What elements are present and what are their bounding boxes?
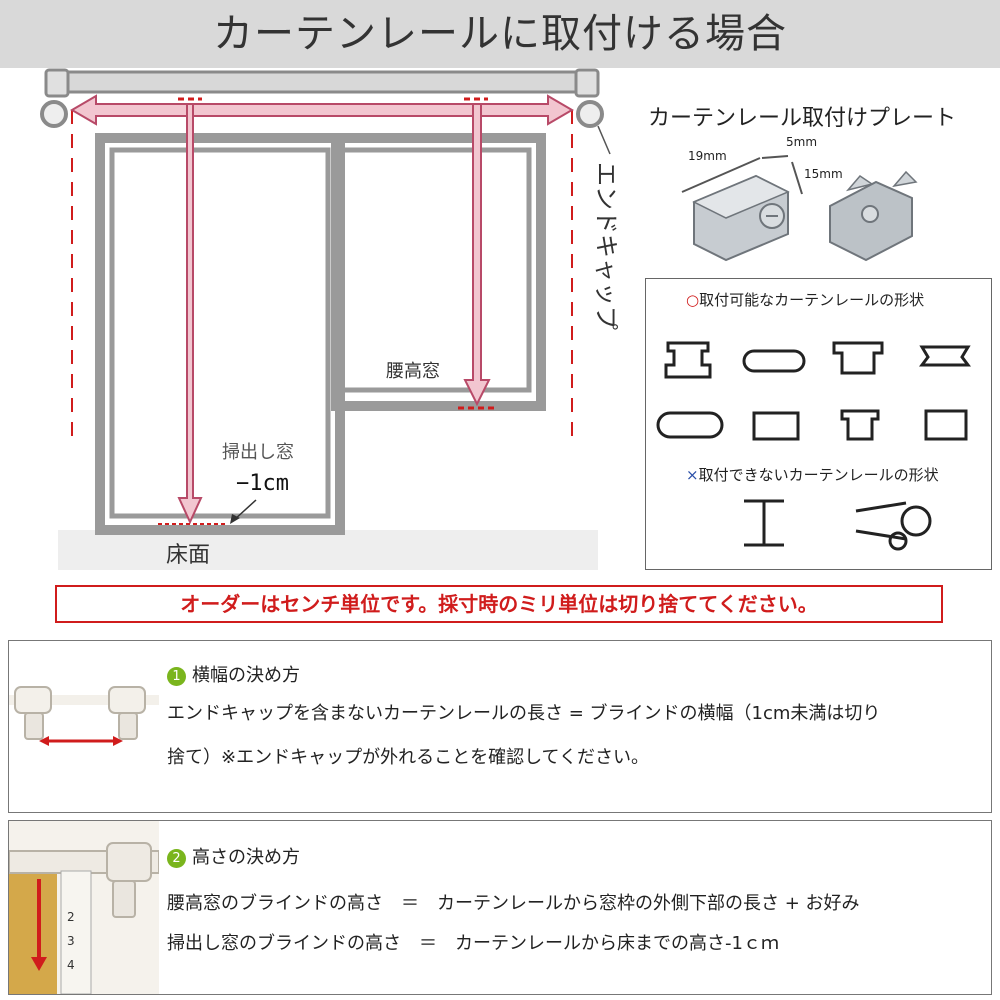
tape-mark-4: 4 (67, 958, 75, 972)
mounting-plate-illustration: 19mm 5mm 15mm (681, 135, 918, 262)
dim-15mm: 15mm (804, 167, 843, 181)
waist-window-inner (338, 147, 532, 393)
incompatible-mark: × (686, 466, 699, 484)
tape-mark-3: 3 (67, 934, 75, 948)
sweep-window-label: 掃出し窓 (222, 442, 294, 463)
height-line-1: 腰高窓のブラインドの高さ ＝ カーテンレールから窓枠の外側下部の長さ + お好み (167, 893, 860, 914)
offset-pointer (233, 499, 257, 521)
rail-shape-icon (742, 349, 806, 373)
rail-shape-icon (919, 345, 971, 367)
round-rod-rail-icon (900, 505, 932, 537)
sweep-window-frame (95, 133, 345, 535)
rail-bracket-right (574, 68, 600, 98)
plate-title: カーテンレール取付けプレート (648, 106, 957, 131)
compatible-title: ○取付可能なカーテンレールの形状 (686, 291, 925, 309)
dim-19mm: 19mm (688, 149, 727, 163)
incompatible-rail-shapes (744, 499, 932, 551)
rail-shape-icon (924, 409, 968, 441)
offset-pointer-head (230, 514, 240, 524)
height-line-2: 掃出し窓のブラインドの高さ ＝ カーテンレールから床までの高さ-1ｃｍ (167, 933, 779, 954)
rail-shape-icon (840, 409, 880, 441)
sweep-offset-label: −1cm (236, 471, 289, 496)
width-arrow (70, 94, 574, 126)
width-line-1: エンドキャップを含まないカーテンレールの長さ = ブラインドの横幅（1cm未満は… (167, 703, 881, 724)
tape-mark-2: 2 (67, 910, 75, 924)
floor-area (58, 530, 598, 570)
rail-shapes-box: ○取付可能なカーテンレールの形状 ×取付できないカーテンレールの形状 (645, 278, 992, 570)
curtain-rail (58, 70, 588, 94)
compatible-mark: ○ (686, 291, 700, 309)
compatible-rail-shapes (656, 341, 971, 441)
end-cap-left (40, 100, 68, 128)
waist-window-frame (331, 133, 546, 411)
waist-height-arrow (463, 103, 491, 407)
end-cap-right (576, 100, 604, 128)
i-beam-rail-icon (744, 499, 784, 547)
window-measure-diagram: エンドキャップ 腰高窓 掃出し窓 −1cm 床面 (40, 68, 620, 570)
floor-label: 床面 (166, 543, 210, 568)
height-photo: 2 3 4 (9, 821, 159, 994)
page-title: カーテンレールに取付ける場合 (213, 11, 787, 57)
end-cap-label: エンドキャップ (592, 162, 620, 330)
order-notice: オーダーはセンチ単位です。採寸時のミリ単位は切り捨ててください。 (55, 585, 943, 623)
rail-shape-icon (664, 341, 712, 379)
rail-shape-icon (752, 411, 800, 441)
step-number-2: 2 (167, 849, 186, 868)
width-photo (9, 686, 159, 746)
dim-19mm-line (681, 157, 761, 193)
incompatible-title: ×取付できないカーテンレールの形状 (686, 466, 939, 484)
waist-window-label: 腰高窓 (386, 361, 440, 382)
dim-15mm-line (791, 161, 803, 195)
rail-shape-icon (832, 341, 884, 375)
dim-5mm: 5mm (786, 135, 817, 149)
sweep-window-inner (109, 147, 331, 519)
end-cap-pointer (597, 125, 611, 155)
dim-5mm-line (761, 155, 789, 159)
rail-shape-icon (656, 411, 724, 439)
rail-bracket-left (44, 68, 70, 98)
header-bar: カーテンレールに取付ける場合 (0, 0, 1000, 68)
sweep-height-arrow (177, 103, 203, 525)
width-line-2: 捨て）※エンドキャップが外れることを確認してください。 (167, 747, 649, 768)
step-number-1: 1 (167, 667, 186, 686)
